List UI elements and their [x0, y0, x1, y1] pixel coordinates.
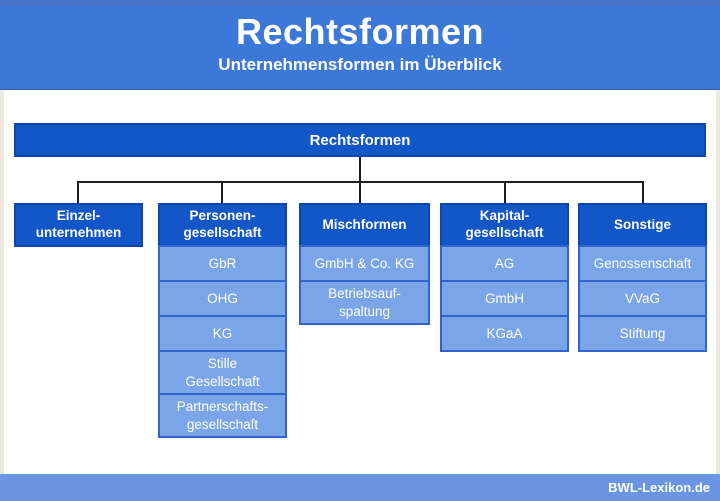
column-einzelunternehmen: Einzel- unternehmen — [14, 203, 143, 247]
chart-item-ag: AG — [440, 245, 569, 282]
connector-drop-kapitalgesellschaft — [504, 181, 506, 203]
chart-item-stille-gesellschaft: Stille Gesellschaft — [158, 350, 287, 396]
chart-item-vvag: VVaG — [578, 280, 707, 317]
chart-item-kg: KG — [158, 315, 287, 352]
category-box-personengesellschaft: Personen- gesellschaft — [158, 203, 287, 247]
header-band: Rechtsformen Unternehmensformen im Überb… — [0, 5, 720, 90]
column-kapitalgesellschaft: Kapital- gesellschaft AG GmbH KGaA — [440, 203, 569, 352]
connector-drop-personengesellschaft — [221, 181, 223, 203]
chart-item-gmbh: GmbH — [440, 280, 569, 317]
column-sonstige: Sonstige Genossenschaft VVaG Stiftung — [578, 203, 707, 352]
page-title: Rechtsformen — [235, 11, 485, 52]
chart-item-genossenschaft: Genossenschaft — [578, 245, 707, 282]
chart-item-gmbh-co-kg: GmbH & Co. KG — [299, 245, 430, 282]
org-chart-root-node: Rechtsformen — [14, 123, 706, 157]
category-box-einzelunternehmen: Einzel- unternehmen — [14, 203, 143, 247]
connector-horizontal — [77, 181, 644, 183]
chart-item-stiftung: Stiftung — [578, 315, 707, 352]
connector-vertical-center — [359, 157, 361, 203]
column-mischformen: Mischformen GmbH & Co. KG Betriebsauf- s… — [299, 203, 430, 326]
top-accent-strip — [0, 0, 720, 5]
chart-item-ohg: OHG — [158, 280, 287, 317]
category-box-sonstige: Sonstige — [578, 203, 707, 247]
connector-drop-einzelunternehmen — [77, 181, 79, 203]
category-box-kapitalgesellschaft: Kapital- gesellschaft — [440, 203, 569, 247]
category-box-mischformen: Mischformen — [299, 203, 430, 247]
footer-bar: BWL-Lexikon.de — [0, 474, 720, 501]
chart-item-kgaa: KGaA — [440, 315, 569, 352]
connector-drop-sonstige — [642, 181, 644, 203]
chart-item-partnerschaftsgesellschaft: Partnerschafts- gesellschaft — [158, 393, 287, 439]
footer-brand: BWL-Lexikon.de — [608, 480, 710, 495]
page-subtitle: Unternehmensformen im Überblick — [218, 54, 502, 74]
chart-item-gbr: GbR — [158, 245, 287, 282]
column-personengesellschaft: Personen- gesellschaft GbR OHG KG Stille… — [158, 203, 287, 439]
chart-item-betriebsaufspaltung: Betriebsauf- spaltung — [299, 280, 430, 326]
